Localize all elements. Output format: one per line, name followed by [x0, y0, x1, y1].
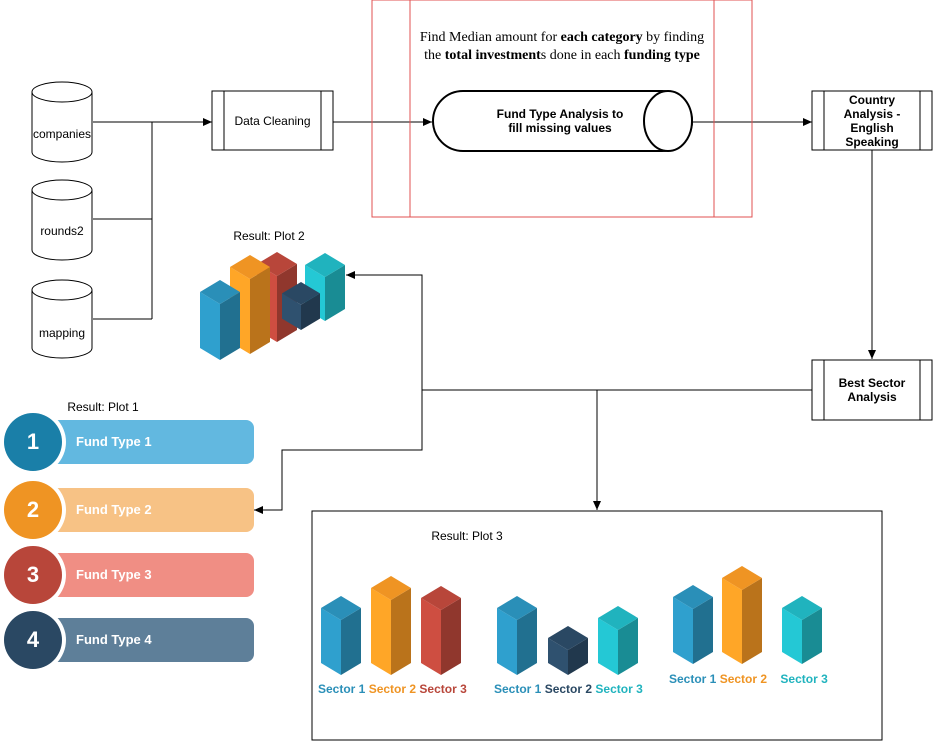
note-part-bold: funding type	[624, 48, 700, 63]
best-sector-line-2: Analysis	[847, 390, 897, 404]
country-analysis-box	[811, 90, 933, 151]
note-part: s done in each	[540, 48, 624, 63]
fund-type-line-2: fill missing values	[508, 121, 612, 135]
plot2-bar-navy	[282, 282, 320, 330]
plot3-g2-bar-1	[497, 596, 537, 675]
fund-type-number: 2	[26, 497, 40, 522]
plot3-g3-bar-1	[673, 585, 713, 664]
note-part: Find Median amount for	[419, 30, 561, 45]
fund-type-bar	[30, 420, 254, 464]
sector-group-3-labels: Sector 1 Sector 2 Sector 3	[669, 672, 828, 686]
note-part-bold: each category	[560, 30, 643, 45]
sector-label: Sector 1	[318, 682, 366, 696]
sector-label: Sector 3	[595, 682, 643, 696]
result-plot3-title: Result: Plot 3	[431, 529, 503, 543]
fund-type-bar	[30, 553, 254, 597]
companies-label: companies	[32, 127, 92, 141]
fund-type-item-3: 3 Fund Type 3	[4, 546, 254, 604]
bars-group	[200, 252, 822, 675]
fund-type-cylinder	[432, 90, 693, 152]
plot3-g1-bar-3	[421, 586, 461, 675]
sector-label: Sector 2	[368, 682, 417, 696]
country-line-1: Country	[849, 93, 895, 107]
country-line-3: English	[850, 121, 894, 135]
fund-type-item-4: 4 Fund Type 4	[4, 611, 254, 669]
plot3-g3-bar-3	[782, 596, 822, 664]
best-sector-box	[811, 359, 933, 421]
fund-type-number: 1	[26, 429, 40, 454]
fund-type-analysis-label: Fund Type Analysis to fill missing value…	[470, 107, 650, 135]
fund-type-label: Fund Type 2	[76, 502, 152, 517]
country-line-4: Speaking	[845, 135, 899, 149]
note-part: the	[424, 48, 445, 63]
fund-type-number: 4	[26, 627, 40, 652]
data-cleaning-label: Data Cleaning	[234, 114, 311, 128]
fund-type-badge	[4, 611, 62, 669]
fund-type-number: 3	[26, 562, 40, 587]
best-sector-label: Best Sector Analysis	[824, 376, 920, 404]
rounds2-label: rounds2	[40, 224, 84, 238]
plot3-g1-bar-1	[321, 596, 361, 675]
data-cleaning-box	[211, 90, 334, 151]
country-analysis-label: Country Analysis - English Speaking	[824, 93, 920, 149]
fund-type-label: Fund Type 3	[76, 567, 152, 582]
best-sector-line-1: Best Sector	[838, 376, 906, 390]
sector-label: Sector 3	[419, 682, 467, 696]
fund-type-item-1: 1 Fund Type 1	[4, 413, 254, 471]
plot2-bar-blue	[200, 280, 240, 360]
median-note: Find Median amount for each category by …	[410, 29, 714, 65]
fund-type-badge	[4, 413, 62, 471]
fund-type-label: Fund Type 4	[76, 632, 152, 647]
fund-type-line-1: Fund Type Analysis to	[496, 107, 624, 121]
database-mapping	[31, 279, 93, 359]
sector-group-2-labels: Sector 1 Sector 2 Sector 3	[494, 682, 643, 696]
database-rounds2	[31, 179, 93, 261]
result-plot2-title: Result: Plot 2	[233, 229, 305, 243]
fund-type-bar	[30, 618, 254, 662]
note-part-bold: total investment	[444, 48, 541, 63]
fund-type-label: Fund Type 1	[76, 434, 152, 449]
fund-type-badge	[4, 546, 62, 604]
country-line-2: Analysis -	[843, 107, 901, 121]
fund-type-badge	[4, 481, 62, 539]
fund-type-bar	[30, 488, 254, 532]
plot3-g2-bar-3	[598, 606, 638, 675]
sector-label: Sector 1	[669, 672, 717, 686]
sector-label: Sector 3	[780, 672, 828, 686]
connector-to-plot1	[254, 390, 423, 514]
database-companies	[31, 81, 93, 163]
sector-label: Sector 2	[719, 672, 768, 686]
result-plot1-title: Result: Plot 1	[67, 400, 139, 414]
plot3-g2-bar-2	[548, 626, 588, 675]
connector-to-plot2	[346, 271, 423, 390]
plot3-g3-bar-2	[722, 566, 762, 664]
note-part: by finding	[642, 30, 705, 45]
highlight-box	[371, 0, 753, 218]
mapping-label: mapping	[38, 326, 86, 340]
plot3-g1-bar-2	[371, 576, 411, 675]
fund-type-item-2: 2 Fund Type 2	[4, 481, 254, 539]
sector-label: Sector 2	[544, 682, 593, 696]
sector-group-1-labels: Sector 1 Sector 2 Sector 3	[318, 682, 467, 696]
sector-label: Sector 1	[494, 682, 542, 696]
